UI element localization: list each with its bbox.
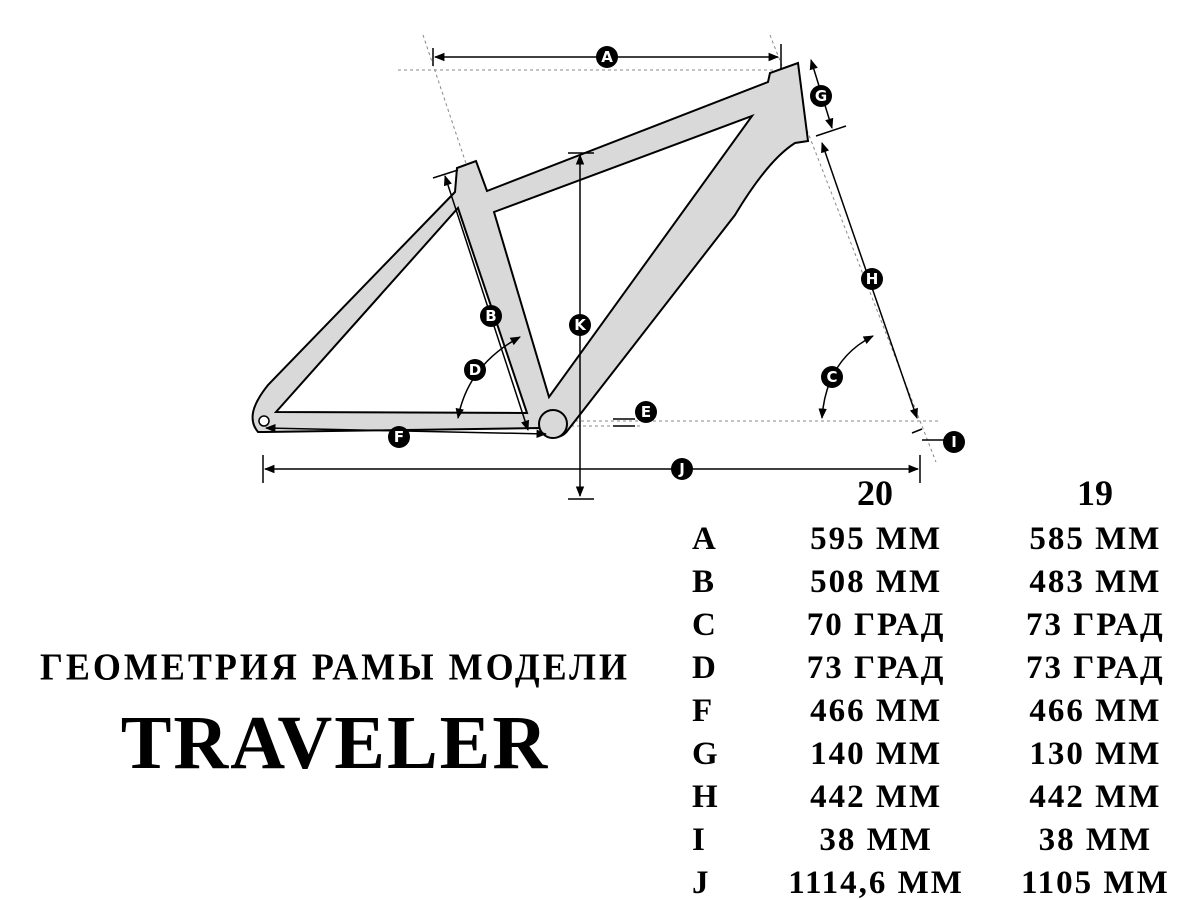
svg-text:I: I (951, 433, 957, 451)
svg-text:A: A (601, 48, 613, 66)
title-geometry: ГЕОМЕТРИЯ РАМЫ МОДЕЛИ (40, 646, 630, 688)
value-size-19: 483 ММ (1029, 564, 1162, 600)
label-h: H (861, 268, 883, 290)
table-row: J 1114,6 ММ 1105 ММ (692, 862, 1200, 900)
row-key: A (692, 521, 718, 557)
rear-dropout (258, 415, 270, 427)
value-size-20: 73 ГРАД (806, 650, 946, 686)
row-key: C (692, 607, 718, 643)
label-j: J (671, 458, 693, 480)
value-size-20: 140 ММ (810, 736, 943, 772)
bike-frame (251, 61, 810, 439)
table-row: I 38 ММ 38 ММ (692, 819, 1200, 862)
value-size-20: 38 ММ (819, 822, 933, 858)
label-d: D (464, 359, 486, 381)
table-row: H 442 ММ 442 ММ (692, 776, 1200, 819)
value-size-19: 130 ММ (1029, 736, 1162, 772)
svg-text:K: K (574, 316, 587, 334)
value-size-20: 595 ММ (810, 521, 943, 557)
svg-text:C: C (826, 368, 837, 386)
value-size-20: 442 ММ (810, 779, 943, 815)
title-model: TRAVELER (120, 701, 550, 785)
frame-diagram: A B C D E F G H I J K (251, 34, 965, 500)
row-key: G (692, 736, 720, 772)
label-b: B (480, 305, 502, 327)
geometry-table: A 595 ММ 585 ММ B 508 ММ 483 ММ C 70 ГРАД 73 ГРА… (692, 518, 1200, 900)
value-size-20: 508 ММ (810, 564, 943, 600)
svg-text:J: J (678, 460, 685, 478)
svg-text:H: H (866, 270, 879, 288)
row-key: F (692, 693, 715, 729)
label-c: C (821, 366, 843, 388)
table-row: C 70 ГРАД 73 ГРАД (692, 604, 1200, 647)
svg-text:D: D (469, 361, 481, 379)
value-size-20: 466 ММ (810, 693, 943, 729)
row-key: D (692, 650, 718, 686)
label-a: A (596, 46, 618, 68)
row-key: J (692, 865, 711, 900)
size-header-20: 20 (857, 473, 893, 513)
table-row: F 466 ММ 466 ММ (692, 690, 1200, 733)
svg-text:E: E (641, 403, 651, 421)
value-size-19: 466 ММ (1029, 693, 1162, 729)
svg-text:G: G (815, 87, 827, 105)
value-size-19: 73 ГРАД (1026, 607, 1165, 643)
size-header-19: 19 (1077, 473, 1113, 513)
value-size-19: 73 ГРАД (1026, 650, 1165, 686)
row-key: H (692, 779, 720, 815)
label-g: G (810, 85, 832, 107)
svg-text:B: B (485, 307, 496, 325)
table-row: D 73 ГРАД 73 ГРАД (692, 647, 1200, 690)
label-f: F (388, 426, 410, 448)
table-row: A 595 ММ 585 ММ (692, 518, 1200, 561)
value-size-19: 38 ММ (1038, 822, 1153, 858)
value-size-19: 1105 ММ (1021, 865, 1170, 900)
dimension-lines (262, 44, 945, 500)
value-size-20: 1114,6 ММ (788, 865, 964, 900)
row-key: I (692, 822, 707, 858)
reference-lines (263, 34, 940, 463)
value-size-20: 70 ГРАД (806, 607, 946, 643)
label-e: E (635, 401, 657, 423)
value-size-19: 585 ММ (1029, 521, 1162, 557)
value-size-19: 442 ММ (1029, 779, 1162, 815)
label-i: I (943, 431, 965, 453)
table-row: B 508 ММ 483 ММ (692, 561, 1200, 604)
label-k: K (569, 314, 591, 336)
row-key: B (692, 564, 717, 600)
table-row: G 140 ММ 130 ММ (692, 733, 1200, 776)
svg-text:F: F (394, 428, 404, 446)
